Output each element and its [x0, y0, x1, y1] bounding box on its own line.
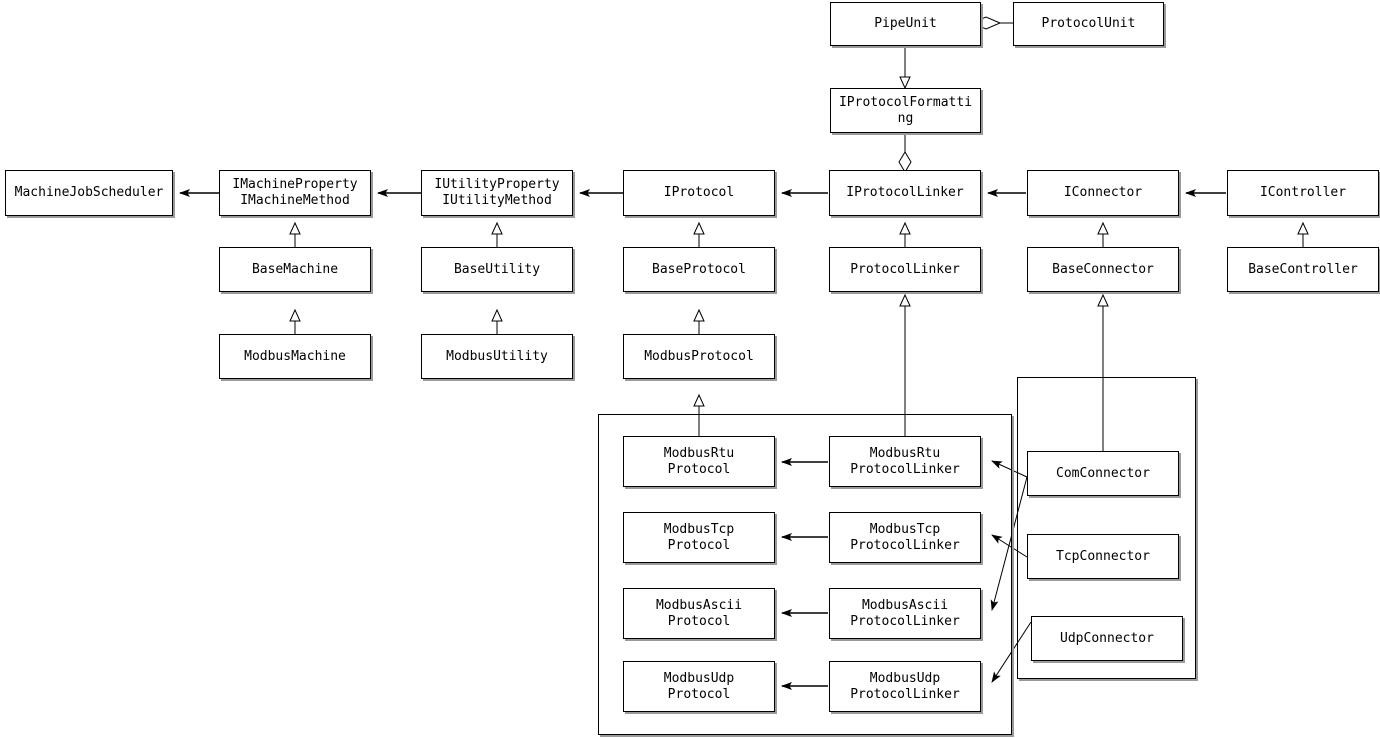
node-modbus-rtu-protocol-linker[interactable]: ModbusRtu ProtocolLinker: [829, 436, 981, 487]
node-modbus-machine[interactable]: ModbusMachine: [219, 334, 371, 379]
node-pipe-unit[interactable]: PipeUnit: [830, 2, 981, 46]
node-iprotocol-linker[interactable]: IProtocolLinker: [829, 170, 981, 216]
node-iconnector[interactable]: IConnector: [1027, 170, 1179, 216]
edge-iprotocolformatting-iprotocollinker: [898, 133, 912, 173]
node-base-protocol[interactable]: BaseProtocol: [623, 247, 775, 292]
node-modbus-ascii-protocol-linker[interactable]: ModbusAscii ProtocolLinker: [829, 588, 981, 639]
node-base-utility[interactable]: BaseUtility: [421, 247, 573, 292]
connector-group-box: [1017, 377, 1196, 679]
node-tcp-connector[interactable]: TcpConnector: [1027, 534, 1179, 579]
node-modbus-tcp-protocol-linker[interactable]: ModbusTcp ProtocolLinker: [829, 512, 981, 563]
node-modbus-ascii-protocol[interactable]: ModbusAscii Protocol: [623, 588, 775, 639]
node-imachine-property[interactable]: IMachineProperty IMachineMethod: [219, 170, 371, 216]
node-modbus-tcp-protocol[interactable]: ModbusTcp Protocol: [623, 512, 775, 563]
node-base-controller[interactable]: BaseController: [1227, 247, 1379, 292]
node-iprotocol-formatting[interactable]: IProtocolFormatti ng: [830, 88, 981, 133]
node-protocol-unit[interactable]: ProtocolUnit: [1013, 2, 1164, 46]
node-modbus-protocol[interactable]: ModbusProtocol: [623, 334, 775, 379]
node-machine-job-scheduler[interactable]: MachineJobScheduler: [5, 170, 173, 216]
node-base-machine[interactable]: BaseMachine: [219, 247, 371, 292]
node-modbus-rtu-protocol[interactable]: ModbusRtu Protocol: [623, 436, 775, 487]
node-protocol-linker[interactable]: ProtocolLinker: [829, 247, 981, 292]
node-com-connector[interactable]: ComConnector: [1027, 451, 1179, 496]
node-icontroller[interactable]: IController: [1227, 170, 1379, 216]
node-udp-connector[interactable]: UdpConnector: [1031, 616, 1183, 661]
node-modbus-udp-protocol[interactable]: ModbusUdp Protocol: [623, 661, 775, 712]
node-base-connector[interactable]: BaseConnector: [1027, 247, 1179, 292]
node-modbus-udp-protocol-linker[interactable]: ModbusUdp ProtocolLinker: [829, 661, 981, 712]
modbus-protocol-group-box: [598, 414, 1012, 735]
node-iprotocol[interactable]: IProtocol: [623, 170, 775, 216]
node-iutility-property[interactable]: IUtilityProperty IUtilityMethod: [421, 170, 573, 216]
node-modbus-utility[interactable]: ModbusUtility: [421, 334, 573, 379]
